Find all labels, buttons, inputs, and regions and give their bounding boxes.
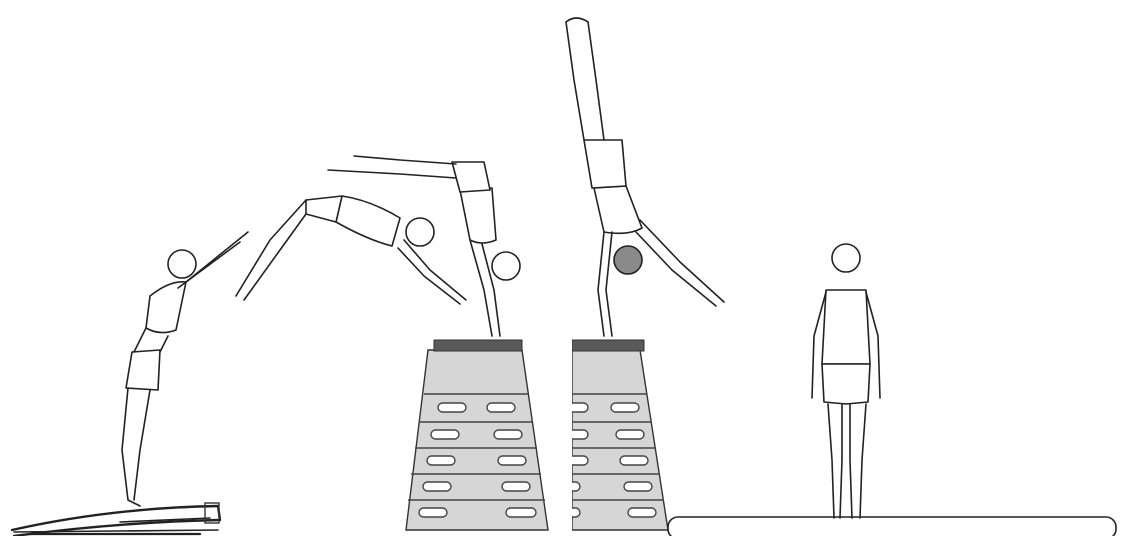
gymnast-handstand bbox=[566, 18, 724, 336]
springboard-icon bbox=[12, 503, 220, 536]
gymnast-flight bbox=[236, 196, 466, 304]
gymnast-takeoff bbox=[122, 232, 248, 506]
vaulting-box-right bbox=[560, 335, 668, 535]
landing-mat-icon bbox=[668, 517, 1116, 536]
gymnast-standing bbox=[812, 244, 880, 518]
vaulting-box-left bbox=[406, 340, 548, 530]
